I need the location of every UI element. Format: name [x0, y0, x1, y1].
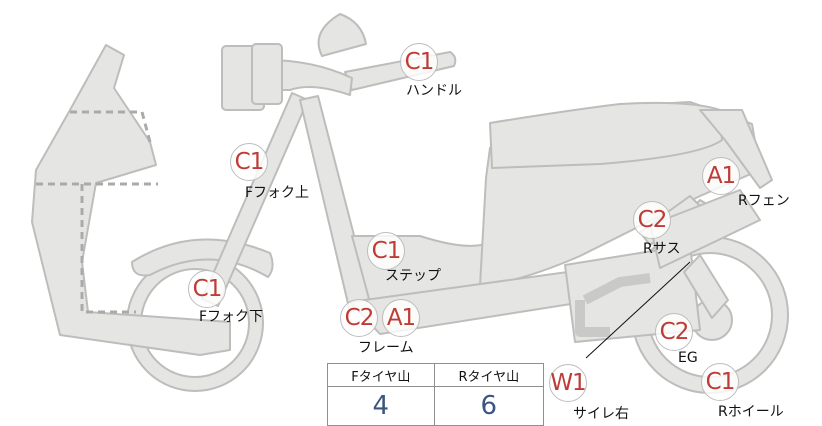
frame-rail: [299, 95, 373, 313]
label-front-fork-upper: Fフォク上: [245, 185, 310, 201]
muffler-leader-line: [585, 261, 691, 359]
exhaust-pipe-body: [575, 300, 610, 337]
label-engine: EG: [678, 350, 698, 366]
leg-shield: [31, 44, 231, 356]
damage-marker-front-fork-lower[interactable]: C1: [188, 270, 226, 308]
label-frame: フレーム: [358, 340, 414, 356]
damage-marker-rear-wheel[interactable]: C1: [701, 363, 739, 401]
exhaust-pipe: [582, 273, 651, 305]
damage-marker-rear-fender[interactable]: A1: [702, 157, 740, 195]
tire-tread-table: Fタイヤ山 Rタイヤ山 4 6: [327, 363, 545, 426]
mirror: [317, 13, 367, 57]
rear-fender: [699, 109, 773, 189]
front-tire-tread-header: Fタイヤ山: [327, 363, 435, 387]
rear-tire-tread-value: 6: [433, 386, 545, 426]
label-front-fork-lower: Fフォク下: [199, 309, 264, 325]
damage-marker-step[interactable]: C1: [367, 232, 405, 270]
label-handlebar: ハンドル: [406, 83, 462, 99]
front-tire-tread-value: 4: [327, 386, 435, 426]
rear-tire-tread-header: Rタイヤ山: [433, 363, 545, 387]
label-muffler-right: サイレ右: [573, 406, 629, 422]
damage-marker-handlebar[interactable]: C1: [400, 43, 438, 81]
damage-marker-muffler-right[interactable]: W1: [549, 364, 587, 402]
label-rear-fender: Rフェン: [738, 193, 790, 209]
damage-marker-frame-c2[interactable]: C2: [340, 299, 378, 337]
damage-marker-front-fork-upper[interactable]: C1: [230, 143, 268, 181]
panel-line-1: [70, 110, 152, 143]
seat: [489, 101, 723, 169]
rear-shock: [683, 254, 729, 319]
damage-marker-frame-a1[interactable]: A1: [382, 299, 420, 337]
label-rear-suspension: Rサス: [643, 241, 681, 257]
front-fork: [201, 92, 309, 307]
label-rear-wheel: Rホイール: [718, 404, 784, 420]
swing-arm: [649, 189, 761, 269]
headlight-rim: [251, 43, 283, 105]
damage-marker-rear-suspension[interactable]: C2: [633, 201, 671, 239]
panel-line-3: [80, 184, 136, 314]
label-step: ステップ: [385, 268, 441, 284]
damage-marker-engine[interactable]: C2: [655, 313, 693, 351]
